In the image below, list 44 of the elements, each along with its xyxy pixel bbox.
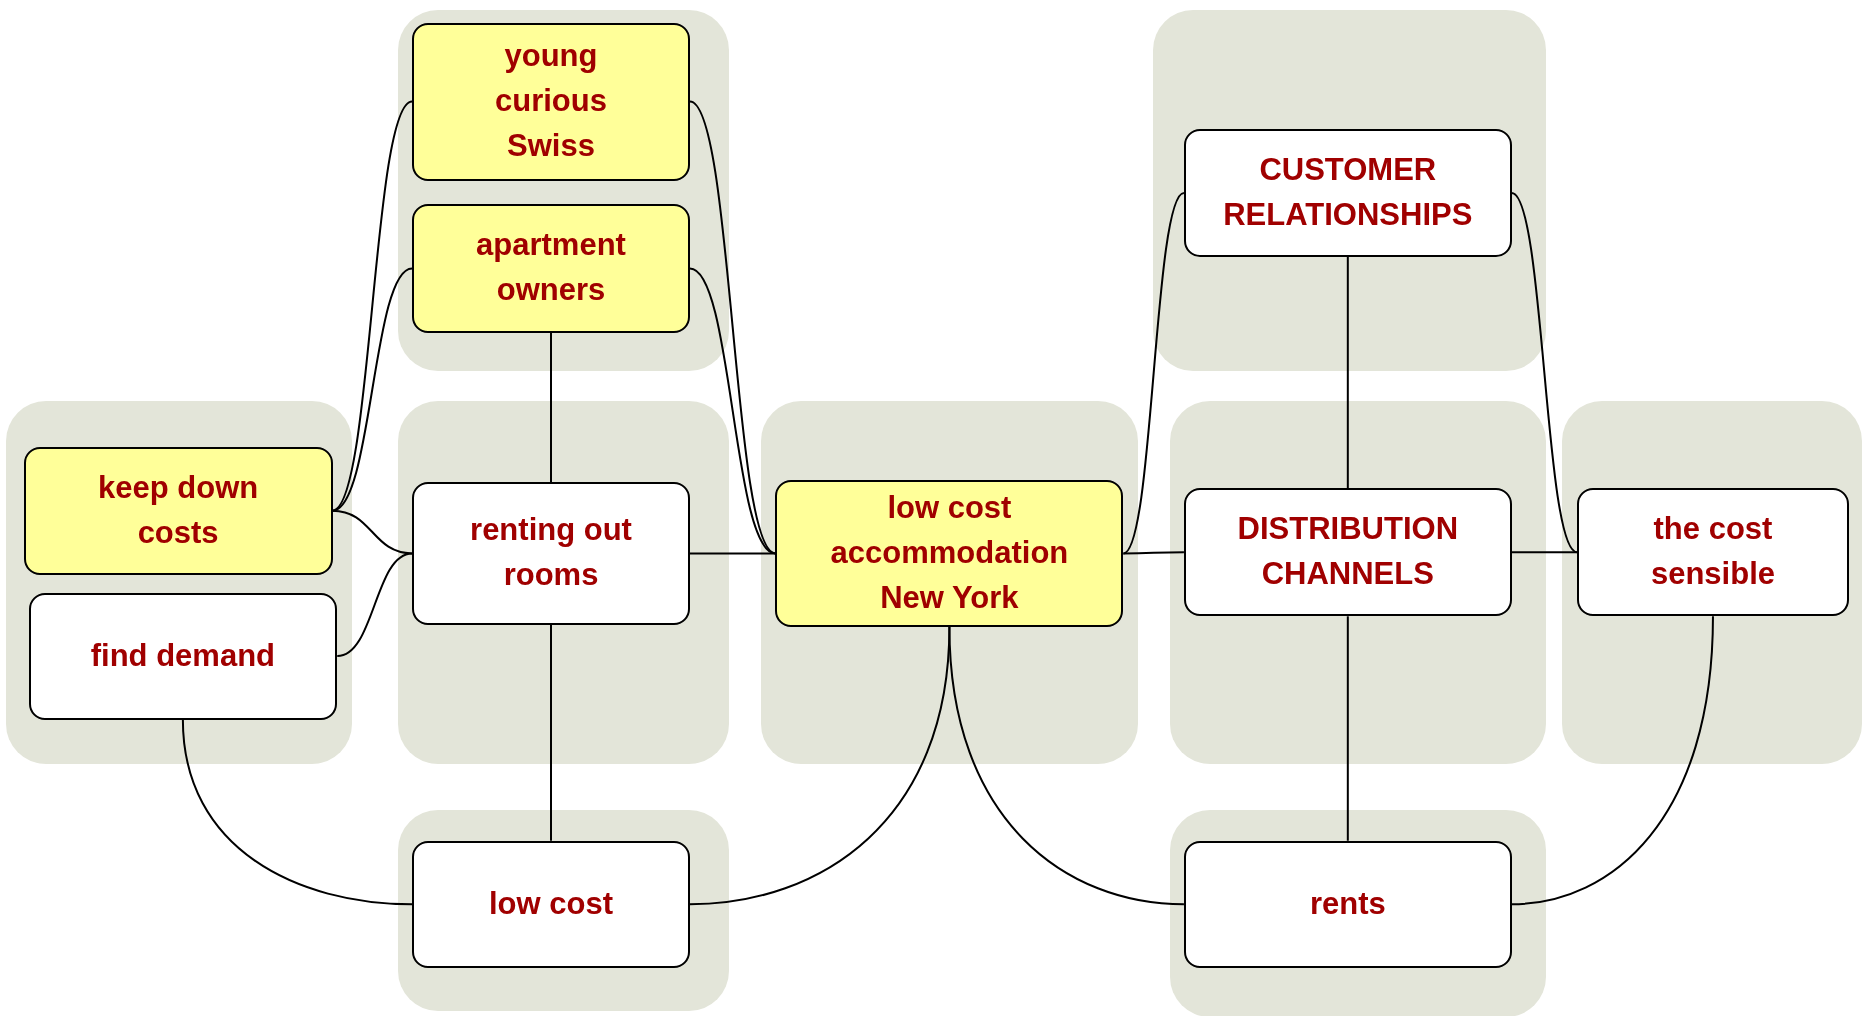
connector-line [550,331,552,484]
node-label: young curious Swiss [494,37,608,165]
process-box [412,482,690,625]
node-label: the cost sensible [1649,510,1776,594]
process-box [23,446,333,575]
node-label: DISTRIBUTION CHANNELS [1236,510,1460,594]
connector-line [1510,191,1578,554]
connector-line [1346,255,1349,490]
connector-line [948,626,1185,906]
process-box [775,479,1124,627]
process-box [412,22,690,181]
panel-background [397,9,730,371]
connector-line [550,623,552,842]
connector-line [331,267,414,512]
panel-background [1169,809,1547,1016]
connector-line [336,552,414,658]
panel-background [1169,401,1547,764]
node-label: find demand [90,636,275,675]
connector-line [181,718,414,906]
connector-line [1122,551,1185,555]
panel-background [5,401,352,764]
process-box [412,204,690,333]
node-label: keep down costs [97,468,260,552]
connector-line [688,552,777,555]
connector-line [1346,615,1349,842]
process-box [28,592,338,720]
connector-line [1510,615,1714,906]
connector-line [1510,551,1578,554]
node-label: CUSTOMER RELATIONSHIPS [1222,151,1474,234]
process-box [412,840,690,968]
panel-background [761,401,1138,764]
node-label: low cost [489,884,613,923]
process-box [1183,488,1512,617]
process-box [1577,488,1849,617]
node-label: apartment owners [475,226,627,310]
node-label: rents [1309,884,1386,923]
panel-background [1153,9,1547,371]
node-label: renting out rooms [469,511,633,595]
panel-background [397,401,730,764]
process-box [1183,129,1512,257]
panel-background [1561,401,1862,764]
node-label: low cost accommodation New York [829,488,1070,617]
process-box [1183,840,1512,968]
panel-background [397,809,730,1011]
